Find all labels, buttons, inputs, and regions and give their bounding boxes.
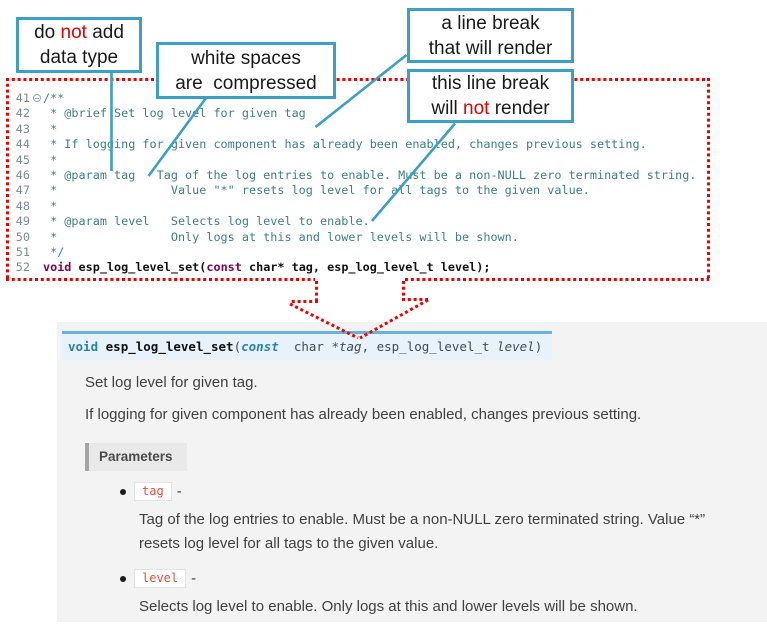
line-number: 52 (15, 260, 30, 275)
code-text: * @param tag Tag of the log entries to e… (43, 167, 697, 182)
code-line: 47 * Value "*" resets log level for all … (6, 183, 710, 198)
gutter-spacer (30, 122, 43, 137)
gutter-spacer (30, 153, 43, 168)
line-number: 44 (15, 137, 30, 152)
code-text: * Only logs at this and lower levels wil… (43, 229, 519, 244)
parameter-name-row: tag- (120, 482, 761, 501)
parameter-name-badge: level (134, 569, 187, 588)
gutter-spacer (30, 214, 43, 229)
code-text: * @param level Selects log level to enab… (43, 214, 370, 229)
code-line: 49 * @param level Selects log level to e… (6, 214, 710, 229)
parameter-dash: - (191, 570, 197, 587)
doc-brief: Set log level for given tag. (85, 374, 258, 391)
signature-text: void esp_log_level_set(const char *tag, … (68, 339, 543, 354)
gutter-spacer (30, 183, 43, 198)
parameters-header: Parameters (85, 443, 187, 471)
line-number: 43 (15, 121, 30, 136)
code-text: * (43, 198, 58, 213)
gutter-spacer (30, 199, 43, 214)
code-line: 48 * (6, 199, 710, 214)
code-line: 43 * (6, 122, 710, 137)
code-text: * (43, 152, 58, 167)
line-number: 51 (15, 244, 30, 259)
line-number: 48 (15, 198, 30, 213)
line-number: 47 (15, 183, 30, 198)
line-number: 46 (15, 167, 30, 182)
code-text: * @brief Set log level for given tag (43, 106, 306, 121)
code-line: 50 * Only logs at this and lower levels … (6, 230, 710, 245)
gutter-spacer (30, 245, 43, 260)
bullet-icon (120, 575, 126, 582)
parameter-name-row: level- (120, 569, 761, 588)
parameter-description: Selects log level to enable. Only logs a… (139, 598, 638, 615)
code-line: 51 */ (6, 245, 710, 260)
code-line: 52 void esp_log_level_set(const char* tag… (6, 260, 710, 275)
parameter-dash: - (176, 483, 182, 500)
code-line: 44 * If logging for given component has … (6, 137, 710, 152)
bullet-icon (120, 488, 126, 495)
code-text: * (43, 121, 58, 136)
code-text: void esp_log_level_set(const char* tag, … (43, 260, 491, 275)
line-number: 41 (15, 91, 30, 105)
gutter-spacer (30, 230, 43, 245)
gutter-spacer (30, 137, 43, 152)
line-number: 49 (15, 214, 30, 229)
parameter-item: level- Selects log level to enable. Only … (120, 569, 761, 619)
line-number: 45 (15, 152, 30, 167)
code-line: 42 * @brief Set log level for given tag (6, 106, 710, 121)
gutter-spacer (30, 168, 43, 183)
code-text: * If logging for given component has alr… (43, 137, 647, 152)
parameter-item: tag- Tag of the log entries to enable. Mu… (120, 482, 761, 556)
code-editor: 41/**42 * @brief Set log level for given… (6, 78, 710, 281)
code-line: 45 * (6, 153, 710, 168)
line-number: 50 (15, 229, 30, 244)
fold-icon[interactable] (30, 91, 43, 106)
parameter-description: Tag of the log entries to enable. Must b… (139, 511, 706, 552)
code-text: /** (43, 91, 65, 105)
code-text: */ (43, 244, 65, 259)
line-number: 42 (15, 106, 30, 121)
code-line: 46 * @param tag Tag of the log entries t… (6, 168, 710, 183)
doc-description: If logging for given component has alrea… (85, 406, 642, 423)
gutter-spacer (30, 260, 43, 275)
parameter-name-badge: tag (134, 482, 172, 501)
rendered-doc-panel: void esp_log_level_set(const char *tag, … (57, 322, 767, 622)
gutter-spacer (30, 106, 43, 121)
code-text: * Value "*" resets log level for all tag… (43, 183, 590, 198)
code-line: 41 /** (6, 91, 710, 106)
function-signature: void esp_log_level_set(const char *tag, … (62, 331, 553, 360)
